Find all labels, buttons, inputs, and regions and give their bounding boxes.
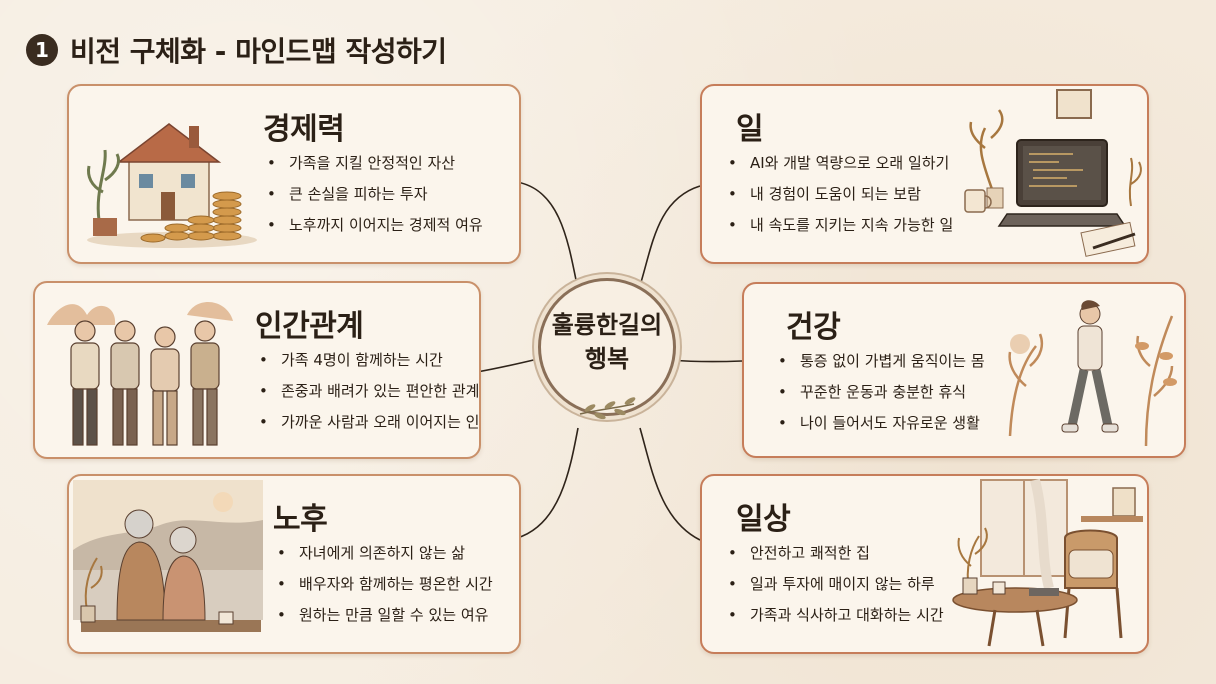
list-item: 가족과 식사하고 대화하는 시간 [724, 600, 944, 631]
node-card-daily: 일상 안전하고 쾌적한 집 일과 투자에 매이지 않는 하루 가족과 식사하고 … [700, 474, 1149, 654]
work-heading: 일 [736, 112, 764, 147]
list-item: 일과 투자에 매이지 않는 하루 [724, 569, 944, 600]
connector-retirement [516, 427, 579, 539]
daily-list: 안전하고 쾌적한 집 일과 투자에 매이지 않는 하루 가족과 식사하고 대화하… [724, 538, 944, 631]
center-label-line2: 행복 [584, 345, 630, 373]
list-item: 자녀에게 의존하지 않는 삶 [273, 538, 493, 569]
retirement-list: 자녀에게 의존하지 않는 삶 배우자와 함께하는 평온한 시간 원하는 만큼 일… [273, 538, 493, 631]
list-item: 통증 없이 가볍게 움직이는 몸 [774, 346, 985, 377]
relations-heading: 인간관계 [255, 309, 364, 344]
step-number-badge: 1 [26, 34, 58, 66]
family-walking-illustration [47, 302, 233, 446]
list-item: 내 경험이 도움이 되는 보람 [724, 179, 953, 210]
node-card-work: 일 AI와 개발 역량으로 오래 일하기 내 경험이 도움이 되는 보람 내 속… [700, 84, 1149, 264]
connector-health [671, 359, 743, 363]
page-title-text: 비전 구체화 - 마인드맵 작성하기 [70, 35, 447, 68]
cozy-room-illustration [952, 478, 1143, 647]
house-coins-illustration [87, 123, 257, 248]
connector-daily [639, 427, 701, 541]
node-card-retirement: 노후 자녀에게 의존하지 않는 삶 배우자와 함께하는 평온한 시간 원하는 만… [67, 474, 521, 654]
woman-walking-illustration [1008, 300, 1177, 447]
olive-sprig-icon [579, 397, 636, 420]
node-card-relations: 인간관계 가족 4명이 함께하는 시간 존중과 배려가 있는 편안한 관계 가까… [33, 281, 481, 459]
center-label-line1: 훌륭한길의 [551, 311, 663, 339]
center-label: 훌륭한길의 행복 [538, 308, 676, 376]
page-title: 1 비전 구체화 - 마인드맵 작성하기 [26, 30, 447, 70]
list-item: 존중과 배려가 있는 편안한 관계 [255, 376, 479, 407]
center-node: 훌륭한길의 행복 [538, 278, 676, 436]
retirement-heading: 노후 [273, 502, 328, 537]
node-card-health: 건강 통증 없이 가볍게 움직이는 몸 꾸준한 운동과 충분한 휴식 나이 들어… [742, 282, 1186, 458]
list-item: 원하는 만큼 일할 수 있는 여유 [273, 600, 493, 631]
list-item: 나이 들어서도 자유로운 생활 [774, 408, 985, 439]
list-item: 꾸준한 운동과 충분한 휴식 [774, 377, 985, 408]
list-item: 큰 손실을 피하는 투자 [263, 179, 483, 210]
list-item: 노후까지 이어지는 경제적 여유 [263, 210, 483, 241]
daily-heading: 일상 [736, 502, 791, 537]
relations-list: 가족 4명이 함께하는 시간 존중과 배려가 있는 편안한 관계 가까운 사람과… [255, 345, 479, 438]
connector-work [637, 185, 701, 293]
list-item: 가까운 사람과 오래 이어지는 인연 [255, 407, 479, 438]
center-circle [538, 278, 676, 416]
laptop-desk-illustration [964, 89, 1142, 257]
health-list: 통증 없이 가볍게 움직이는 몸 꾸준한 운동과 충분한 휴식 나이 들어서도 … [774, 346, 985, 439]
list-item: 배우자와 함께하는 평온한 시간 [273, 569, 493, 600]
list-item: 가족 4명이 함께하는 시간 [255, 345, 479, 376]
work-list: AI와 개발 역량으로 오래 일하기 내 경험이 도움이 되는 보람 내 속도를… [724, 148, 953, 241]
node-card-wealth: 경제력 가족을 지킬 안정적인 자산 큰 손실을 피하는 투자 노후까지 이어지… [67, 84, 521, 264]
list-item: 안전하고 쾌적한 집 [724, 538, 944, 569]
wealth-list: 가족을 지킬 안정적인 자산 큰 손실을 피하는 투자 노후까지 이어지는 경제… [263, 148, 483, 241]
health-heading: 건강 [786, 310, 841, 345]
elderly-couple-illustration [73, 480, 263, 632]
list-item: 가족을 지킬 안정적인 자산 [263, 148, 483, 179]
connector-wealth [516, 181, 579, 291]
list-item: 내 속도를 지키는 지속 가능한 일 [724, 210, 953, 241]
connector-relations [476, 357, 543, 373]
list-item: AI와 개발 역량으로 오래 일하기 [724, 148, 953, 179]
wealth-heading: 경제력 [263, 112, 345, 147]
